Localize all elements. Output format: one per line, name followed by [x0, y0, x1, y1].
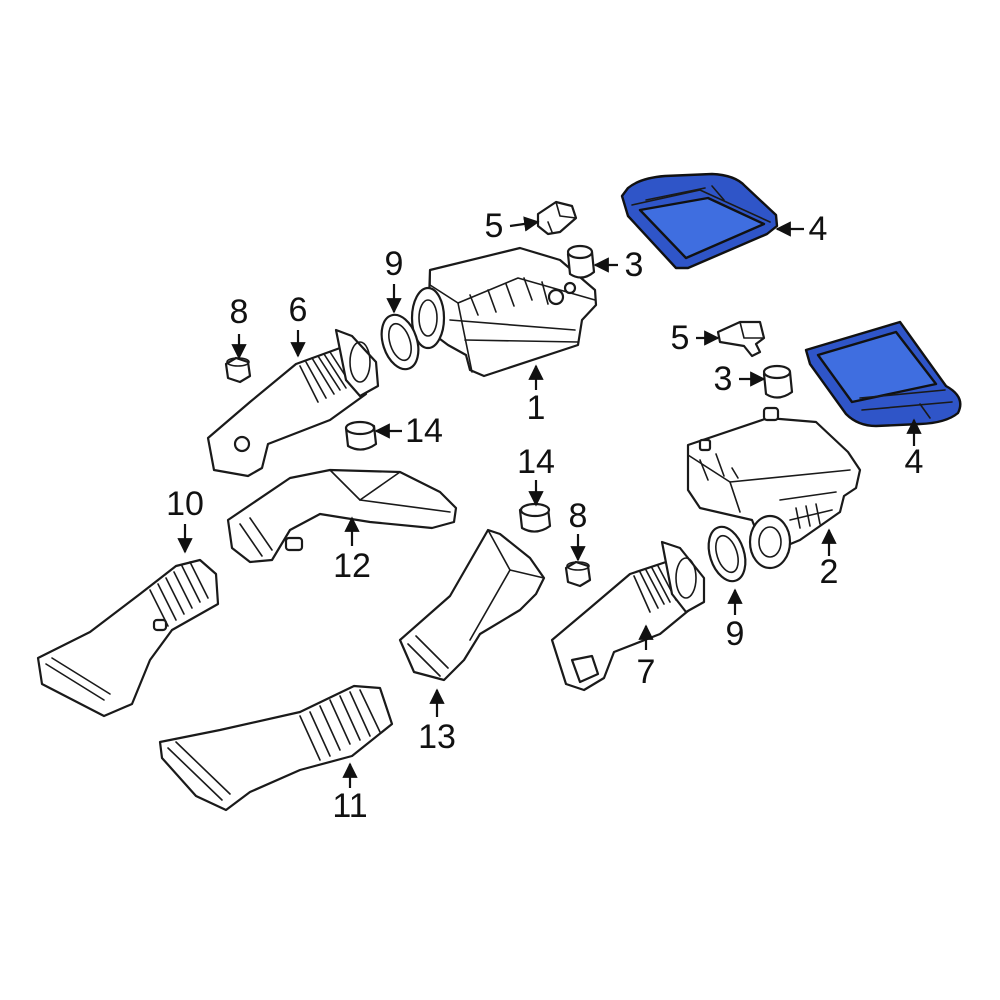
callout-4-right: 4 — [905, 443, 924, 481]
air-cleaner-housing-upper[interactable] — [410, 246, 598, 378]
callout-9-lower: 9 — [726, 615, 745, 653]
air-filter-element-upper[interactable] — [620, 172, 779, 270]
housing-outlet-port — [410, 286, 446, 350]
callout-7: 7 — [637, 653, 656, 691]
leader-lines — [177, 216, 922, 788]
callout-13: 13 — [418, 718, 456, 756]
callout-8-upper: 8 — [230, 293, 249, 331]
callout-12: 12 — [333, 547, 371, 585]
callout-5-right: 5 — [671, 319, 690, 357]
callout-6: 6 — [289, 291, 308, 329]
air-duct-12[interactable] — [226, 468, 458, 564]
air-filter-media — [638, 196, 766, 260]
gasket-upper[interactable] — [375, 310, 425, 374]
air-duct-11[interactable] — [158, 684, 394, 812]
callout-9-upper: 9 — [385, 245, 404, 283]
callout-labels: 5 4 3 9 8 6 1 5 3 4 14 14 10 12 8 2 9 7 … — [166, 207, 923, 825]
grommet-left[interactable] — [344, 420, 378, 451]
callout-2: 2 — [820, 553, 839, 591]
callout-11: 11 — [332, 787, 367, 825]
plug-upper[interactable] — [566, 244, 596, 279]
intake-duct-right[interactable] — [550, 540, 706, 692]
nut-upper[interactable] — [224, 356, 252, 384]
callout-5-upper: 5 — [485, 207, 504, 245]
callout-8-lower: 8 — [569, 497, 588, 535]
callout-14-center: 14 — [517, 443, 555, 481]
callout-10: 10 — [166, 485, 204, 523]
sensor-upper[interactable] — [536, 200, 578, 236]
air-filter-media — [816, 330, 938, 404]
bracket-right[interactable] — [716, 320, 766, 358]
callout-3-right: 3 — [714, 360, 733, 398]
air-filter-element-lower[interactable] — [804, 320, 962, 428]
callout-4-upper: 4 — [809, 210, 828, 248]
gasket-lower[interactable] — [702, 522, 752, 586]
grommet-center[interactable] — [518, 502, 552, 533]
callout-3-upper: 3 — [625, 246, 644, 284]
intake-duct-left[interactable] — [206, 328, 380, 478]
air-cleaner-housing-lower[interactable] — [686, 406, 862, 570]
plug-right[interactable] — [762, 364, 794, 399]
callout-1: 1 — [527, 389, 546, 427]
housing-outlet-port — [748, 514, 792, 570]
air-duct-13[interactable] — [398, 528, 546, 682]
callout-14-left: 14 — [405, 412, 443, 450]
nut-lower[interactable] — [564, 560, 592, 588]
air-duct-10[interactable] — [36, 558, 220, 718]
